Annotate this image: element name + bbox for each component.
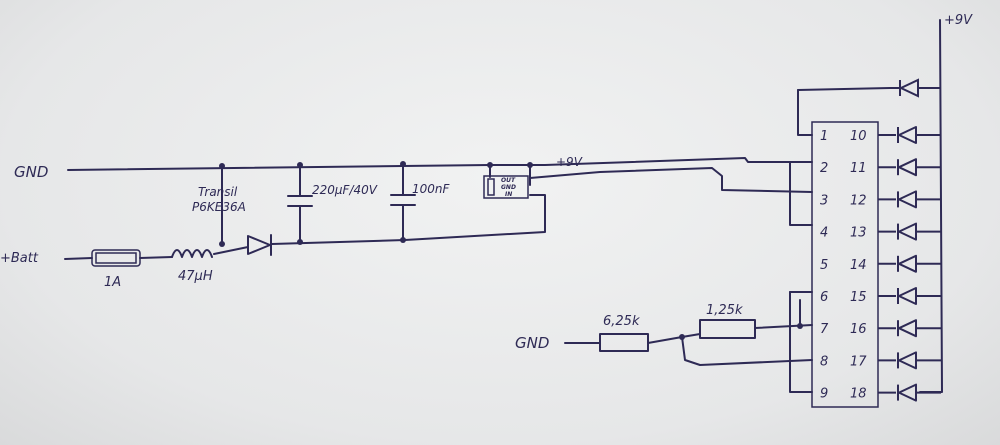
capacitor-220uf: [287, 195, 313, 207]
wiring: [64, 19, 943, 393]
reg-in-label: IN: [505, 191, 512, 198]
transil-label: Transil: [198, 185, 238, 199]
pin-label-left: 5: [820, 258, 828, 273]
inductor: [171, 249, 213, 258]
voltage-regulator: [483, 175, 529, 199]
diode: [898, 351, 917, 370]
cap1-label: 220µF/40V: [312, 183, 378, 197]
diode: [898, 126, 917, 144]
pin-label-right: 18: [850, 387, 867, 402]
pin-label-right: 16: [850, 322, 867, 337]
series-diode: [247, 234, 272, 256]
diode: [898, 383, 917, 402]
diode: [898, 78, 919, 98]
junction-dot: [527, 162, 533, 168]
pin-label-right: 14: [850, 258, 867, 273]
pin-label-left: 9: [820, 387, 828, 402]
resistor-6k25: [599, 333, 649, 352]
junction-dot: [219, 163, 225, 169]
connector-right-pins: 10 11 12 13 14 15 16 17 18: [850, 129, 867, 402]
plus9v-mid-label: +9V: [556, 155, 583, 169]
resistor-1k25: [699, 319, 756, 339]
gnd-bottom-label: GND: [515, 334, 549, 352]
r2-label: 1,25k: [706, 303, 743, 318]
pin-label-right: 15: [850, 290, 867, 305]
fuse: [91, 249, 141, 267]
batt-label: +Batt: [0, 251, 39, 266]
diode: [898, 222, 917, 241]
pin-label-left: 2: [820, 161, 828, 176]
pin-label-right: 10: [850, 129, 867, 144]
pin-label-left: 3: [820, 193, 828, 208]
pin-label-left: 4: [820, 226, 828, 241]
junction-dot: [400, 161, 406, 167]
inductor-label: 47µH: [178, 269, 213, 284]
pin-label-right: 13: [850, 226, 867, 241]
diode: [898, 287, 917, 305]
cap2-label: 100nF: [412, 182, 451, 196]
diode: [898, 158, 917, 177]
junction-dot: [487, 162, 493, 168]
reg-gnd-label: GND: [501, 184, 516, 191]
junction-dot: [797, 323, 803, 329]
pin-label-left: 6: [820, 290, 828, 305]
transil-part-label: P6KE36A: [192, 200, 246, 214]
reg-out-label: OUT: [501, 177, 516, 184]
pin-label-right: 17: [850, 354, 867, 369]
diode: [898, 190, 917, 209]
r1-label: 6,25k: [603, 314, 640, 329]
plus9v-top-label: +9V: [944, 13, 973, 28]
diode: [898, 319, 917, 338]
pin-label-right: 11: [850, 161, 867, 176]
diode: [898, 254, 917, 273]
junction-dots: [219, 161, 803, 340]
capacitor-100nf: [390, 194, 416, 206]
fuse-label: 1A: [104, 275, 121, 290]
junction-dot: [679, 334, 685, 340]
diode-column: [878, 78, 941, 402]
gnd-left-label: GND: [14, 163, 48, 181]
junction-dot: [400, 237, 406, 243]
pin-label-left: 7: [820, 322, 829, 337]
pin-label-left: 8: [820, 354, 828, 369]
connector-left-pins: 1 2 3 4 5 6 7 8 9: [820, 129, 829, 402]
pin-label-left: 1: [820, 129, 828, 144]
junction-dot: [297, 162, 303, 168]
junction-dot: [297, 239, 303, 245]
pin-label-right: 12: [850, 193, 867, 208]
junction-dot: [219, 241, 225, 247]
